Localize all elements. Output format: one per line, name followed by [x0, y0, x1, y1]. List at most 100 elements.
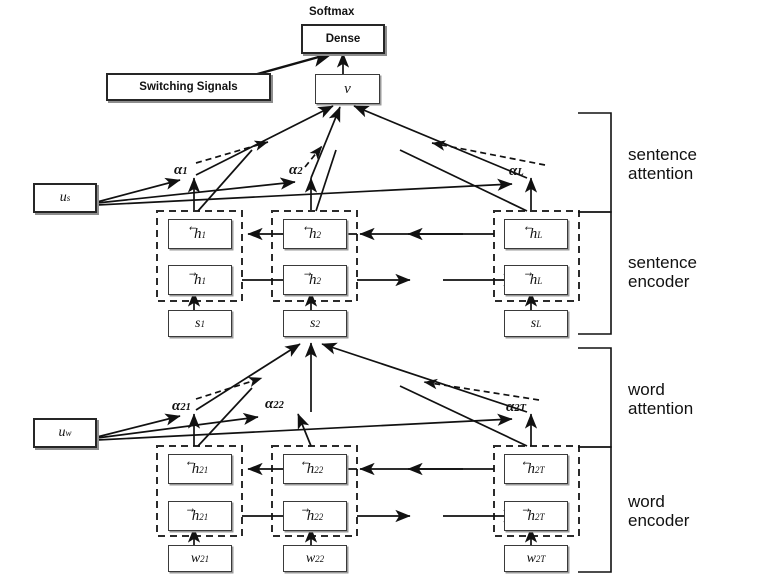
softmax-label: Softmax: [309, 6, 355, 18]
alpha2T-sym: α: [506, 399, 515, 415]
alpha22-sub: 22: [273, 400, 284, 411]
bh1-sub: 1: [201, 229, 207, 240]
sL-sym: s: [530, 315, 537, 331]
alpha21-sub: 21: [180, 402, 191, 413]
bh1-sym: h: [194, 225, 202, 242]
s1-sym: s: [195, 315, 201, 331]
w2T-sub: 2T: [535, 553, 546, 564]
side-label-line2: encoder: [628, 511, 690, 531]
bracket-sentence-attention: [578, 112, 612, 213]
us-box[interactable]: us: [33, 183, 97, 213]
dense-label: Dense: [325, 33, 361, 45]
alpha2-sym: α: [289, 162, 298, 178]
arrow-alphaL-to-v: [353, 105, 528, 179]
sentence-input-s2[interactable]: s2: [283, 310, 347, 337]
s2-sub: 2: [315, 318, 320, 329]
section-brackets: [578, 112, 612, 573]
w22-sub: 22: [315, 553, 325, 564]
switching-signals-box[interactable]: Switching Signals: [106, 73, 271, 101]
arrow-alpha2-to-v: [310, 106, 341, 179]
word-backward-h-2T[interactable]: ⃖h2T: [504, 454, 568, 484]
fh2T-sym: h: [527, 507, 535, 524]
sentence-input-sL[interactable]: sL: [504, 310, 568, 337]
dashed-alpha21-weight: [195, 376, 263, 400]
fh21-sym: h: [191, 507, 200, 524]
alpha-word-21: α21: [172, 398, 191, 415]
alpha22-sym: α: [265, 396, 274, 412]
dashed-alpha2-weight: [304, 145, 323, 168]
alphaL-sub: L: [517, 167, 524, 178]
arrow-us-to-alpha1: [96, 177, 181, 203]
bh2-sub: 2: [316, 229, 322, 240]
sentence-input-s1[interactable]: s1: [168, 310, 232, 337]
arrow-h22group-to-alpha22: [297, 413, 312, 447]
alpha-word-22: α22: [265, 396, 284, 413]
bh2-sym: h: [309, 225, 317, 242]
dashed-alpha1-weight: [195, 140, 269, 164]
sentence-forward-h-1[interactable]: ⃗h1: [168, 265, 232, 295]
bracket-word-attention: [578, 347, 612, 448]
side-label-line1: sentence: [628, 253, 697, 272]
fh2-sub: 2: [316, 275, 322, 286]
uw-sub: w: [65, 428, 72, 438]
dense-box[interactable]: Dense: [301, 24, 385, 54]
side-label-line1: sentence: [628, 145, 697, 164]
word-forward-h-22[interactable]: ⃗h22: [283, 501, 347, 531]
fh2-sym: h: [309, 271, 317, 288]
word-backward-h-22[interactable]: ⃖h22: [283, 454, 347, 484]
sentence-forward-h-2[interactable]: ⃗h2: [283, 265, 347, 295]
word-input-w22[interactable]: w22: [283, 545, 347, 572]
us-label: u: [59, 190, 67, 205]
alpha2-sub: 2: [297, 166, 303, 177]
alpha-word-2T: α2T: [506, 399, 526, 416]
side-label-sentence-encoder: sentence encoder: [628, 253, 697, 291]
sentence-backward-h-1[interactable]: ⃖h1: [168, 219, 232, 249]
dashed-alphaL-weight: [431, 140, 546, 166]
bracket-sentence-encoder: [578, 211, 612, 335]
alpha-sentence-2: α2: [289, 162, 303, 179]
fh1-sym: h: [194, 271, 202, 288]
v-box[interactable]: v: [315, 74, 380, 104]
side-label-line2: encoder: [628, 272, 690, 292]
side-label-word-attention: word attention: [628, 380, 693, 418]
arrow-alpha2T-to-s2: [321, 342, 528, 413]
word-input-w2T[interactable]: w2T: [504, 545, 568, 572]
side-label-line2: attention: [628, 164, 694, 184]
us-sub: s: [66, 193, 71, 203]
strand-h1-up: [197, 149, 253, 212]
bracket-word-encoder: [578, 446, 612, 573]
w21-sym: w: [190, 550, 201, 566]
word-backward-h-21[interactable]: ⃖h21: [168, 454, 232, 484]
bh21-sym: h: [191, 460, 200, 477]
fh21-sub: 21: [199, 511, 209, 522]
word-forward-h-21[interactable]: ⃗h21: [168, 501, 232, 531]
w22-sym: w: [305, 550, 316, 566]
alpha21-sym: α: [172, 398, 181, 414]
sentence-backward-h-2[interactable]: ⃖h2: [283, 219, 347, 249]
sL-sub: L: [536, 318, 542, 329]
alpha2T-sub: 2T: [514, 403, 526, 414]
alpha1-sub: 1: [182, 166, 188, 177]
bhL-sub: L: [537, 229, 543, 240]
side-label-sentence-attention: sentence attention: [628, 145, 697, 183]
w2T-sym: w: [526, 550, 536, 566]
bh2T-sub: 2T: [534, 464, 545, 475]
word-input-w21[interactable]: w21: [168, 545, 232, 572]
word-forward-h-2T[interactable]: ⃗h2T: [504, 501, 568, 531]
sentence-backward-h-L[interactable]: ⃖hL: [504, 219, 568, 249]
bh21-sub: 21: [199, 464, 209, 475]
uw-box[interactable]: uw: [33, 418, 97, 448]
fh22-sub: 22: [314, 511, 324, 522]
s1-sub: 1: [200, 318, 205, 329]
bh22-sub: 22: [314, 464, 324, 475]
alpha-sentence-L: αL: [509, 163, 524, 180]
sentence-forward-h-L[interactable]: ⃗hL: [504, 265, 568, 295]
switching-signals-label: Switching Signals: [139, 81, 238, 93]
bh2T-sym: h: [527, 460, 535, 477]
w21-sub: 21: [200, 553, 210, 564]
arrow-uw-to-alpha22: [96, 412, 259, 439]
fh2T-sub: 2T: [534, 511, 545, 522]
side-label-line2: attention: [628, 399, 694, 419]
